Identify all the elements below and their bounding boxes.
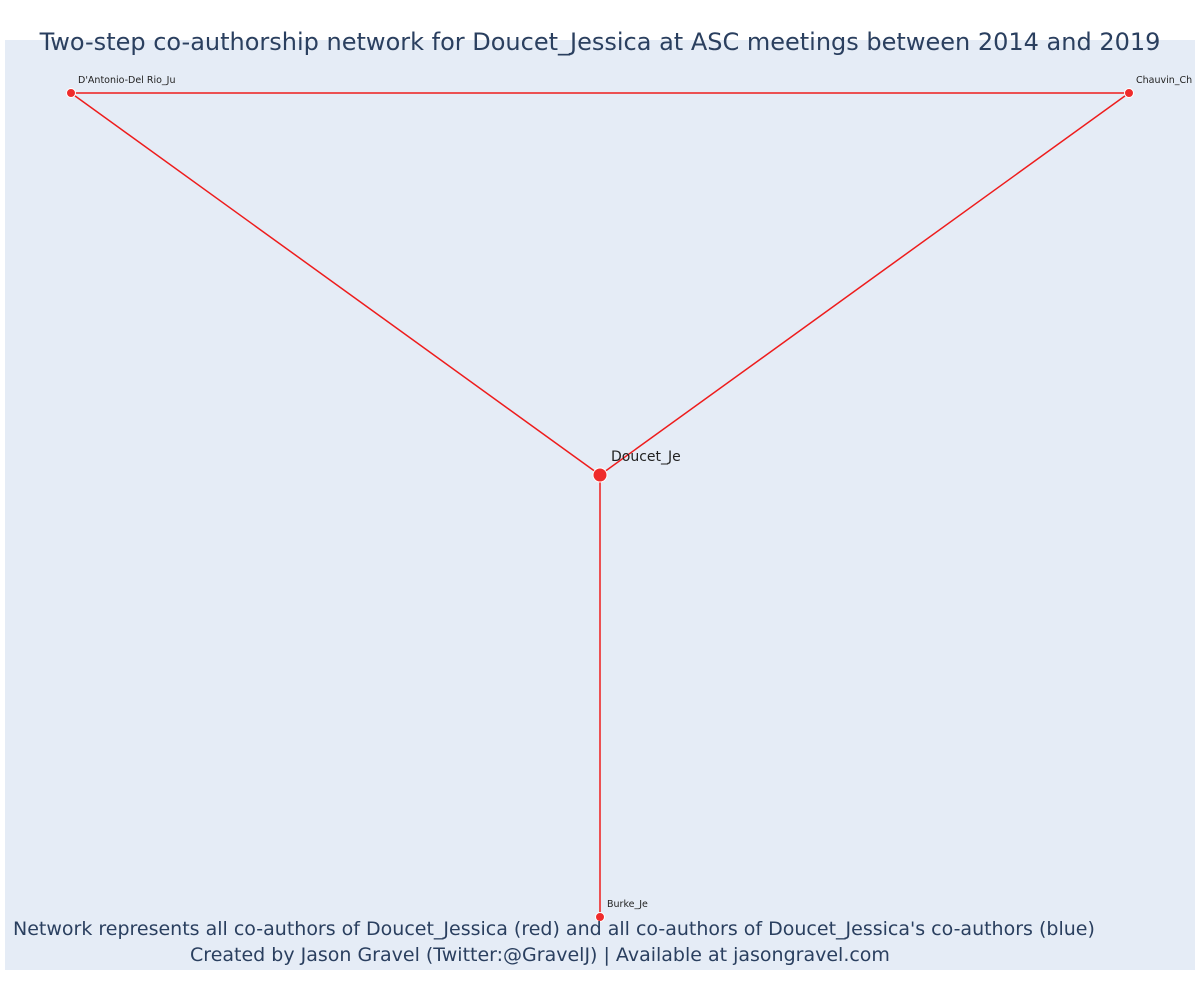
- node-doucet[interactable]: [592, 467, 608, 483]
- label-layer: Doucet_Je D'Antonio-Del Rio_Ju Chauvin_ChB…: [78, 75, 1192, 910]
- node-label-chauvin: Chauvin_Ch: [1136, 75, 1192, 86]
- edge-layer: [70, 92, 1130, 917]
- node-chauvin[interactable]: [1124, 88, 1134, 98]
- node-layer: [66, 88, 1134, 922]
- node-label-dantonio: D'Antonio-Del Rio_Ju: [78, 75, 176, 86]
- node-burke[interactable]: [595, 912, 605, 922]
- node-label-doucet: Doucet_Je: [611, 449, 681, 465]
- node-dantonio[interactable]: [66, 88, 76, 98]
- edge-chauvin-doucet: [599, 92, 1130, 476]
- node-label-burke: Burke_Je: [607, 899, 648, 910]
- chart-title: Two-step co-authorship network for Douce…: [39, 28, 1161, 56]
- edge-dantonio-doucet: [70, 92, 601, 476]
- caption-line-2: Created by Jason Gravel (Twitter:@Gravel…: [190, 944, 890, 966]
- caption-line-1: Network represents all co-authors of Dou…: [13, 918, 1095, 940]
